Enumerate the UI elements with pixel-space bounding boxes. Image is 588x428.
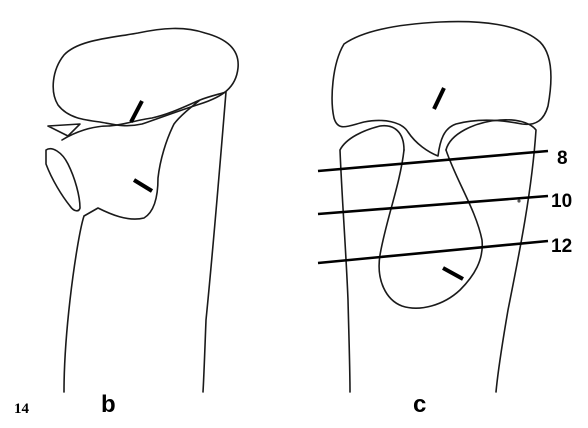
level-line-10 [318, 196, 548, 214]
level-label-10: 10 [551, 191, 572, 212]
panel-b-metaphysis-outline [62, 92, 226, 392]
level-label-12: 12 [551, 236, 572, 257]
level-label-8: 8 [557, 148, 568, 169]
panel-c-growth-plate-mark-upper [434, 88, 444, 109]
panel-b-growth-plate-mark-upper [131, 101, 142, 122]
panel-c-tuberosity-mark [443, 268, 463, 279]
level-line-12 [318, 241, 548, 263]
panel-b-epiphysis-outline [53, 28, 238, 125]
panel-label-c: c [413, 391, 426, 418]
panel-b-apophysis-outline [46, 149, 80, 211]
panel-b-small-fragment [48, 124, 80, 136]
speck-dot [517, 199, 520, 202]
panel-c-drawing [318, 22, 551, 392]
figure-number: 14 [14, 401, 30, 417]
panel-c-right-cortex-outline [446, 120, 536, 392]
panel-b-drawing [46, 28, 238, 392]
panel-c-tuberosity-outline [379, 150, 482, 308]
panel-label-b: b [101, 391, 116, 418]
panel-b-growth-plate-mark-lower [134, 180, 152, 191]
